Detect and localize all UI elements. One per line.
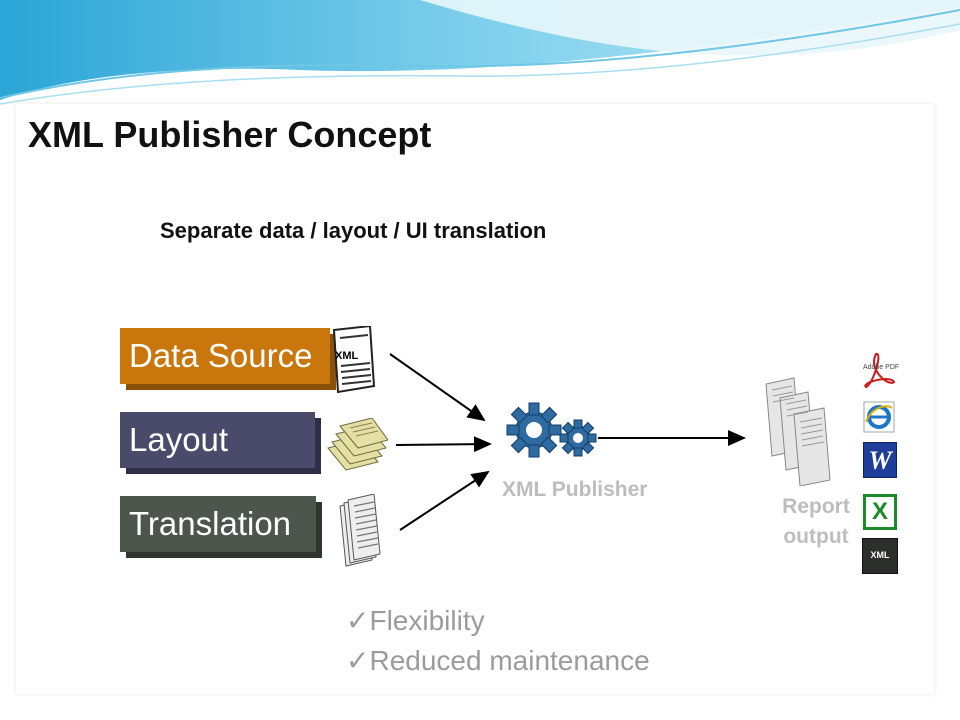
box-bevel xyxy=(315,418,321,468)
layout-label: Layout xyxy=(129,421,229,458)
benefit-text: Reduced maintenance xyxy=(369,645,650,676)
xml-publisher-label: XML Publisher xyxy=(502,478,648,501)
benefit-reduced-maintenance: ✓Reduced maintenance xyxy=(346,644,650,677)
report-output-label: Report output xyxy=(782,495,850,548)
report-documents-icon xyxy=(765,377,831,486)
translation-box: Translation xyxy=(120,496,322,558)
ms-word-icon: W xyxy=(863,442,897,478)
adobe-pdf-icon xyxy=(864,352,896,388)
xml-document-icon xyxy=(332,326,376,394)
data-source-label: Data Source xyxy=(129,337,313,374)
box-bevel xyxy=(126,468,321,474)
adobe-pdf-label: Adobe PDF xyxy=(863,364,900,371)
check-icon: ✓ xyxy=(346,605,370,636)
ms-excel-icon: X xyxy=(863,494,897,530)
xml-document-label: XML xyxy=(335,350,359,362)
slide-subtitle: Separate data / layout / UI translation xyxy=(160,218,547,243)
layout-box: Layout xyxy=(120,412,321,474)
xml-badge-icon xyxy=(862,538,898,574)
gears-icon xyxy=(506,402,597,458)
header-wave-decoration xyxy=(0,0,960,105)
internet-explorer-icon xyxy=(863,401,895,433)
xml-badge-label: XML xyxy=(870,550,890,560)
arrow-data-source xyxy=(389,353,486,422)
benefit-text: Flexibility xyxy=(369,605,485,636)
arrow-translation xyxy=(399,470,490,531)
slide-title: XML Publisher Concept xyxy=(28,114,432,155)
translation-pages-icon xyxy=(339,494,381,567)
arrow-layout xyxy=(395,436,492,453)
benefit-flexibility: ✓Flexibility xyxy=(346,604,485,637)
box-bevel xyxy=(330,334,336,384)
box-bevel xyxy=(126,552,322,558)
translation-label: Translation xyxy=(129,505,292,542)
data-source-box: Data Source xyxy=(120,328,336,390)
check-icon: ✓ xyxy=(346,645,370,676)
box-bevel xyxy=(126,384,336,390)
box-bevel xyxy=(316,502,322,552)
layout-pages-icon xyxy=(327,418,388,471)
